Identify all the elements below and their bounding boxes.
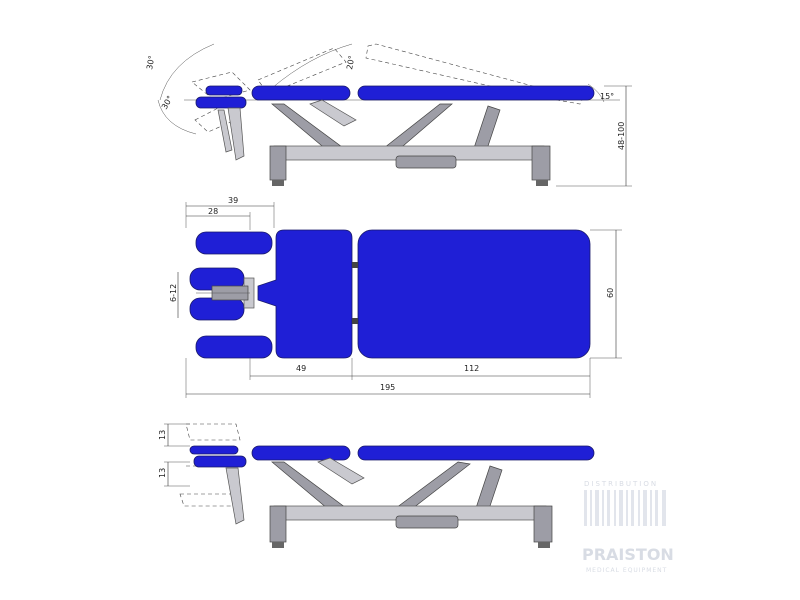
angle-leg-label: 15° bbox=[600, 92, 614, 101]
dim-60-label: 60 bbox=[606, 288, 615, 298]
praiston-watermark: DISTRIBUTION PRAISTON MEDICAL EQUIPMENT bbox=[582, 480, 674, 574]
top-view: 39 28 6-12 60 bbox=[169, 196, 622, 398]
angle-mid-label: 20° bbox=[345, 55, 356, 71]
head-pad-side-bottom bbox=[193, 455, 247, 468]
dim-28-label: 28 bbox=[208, 207, 218, 216]
barcode-graphic bbox=[584, 490, 666, 526]
watermark-line3: MEDICAL EQUIPMENT bbox=[586, 567, 667, 574]
dim-49-label: 49 bbox=[296, 364, 306, 373]
head-arm-pad-bottom bbox=[195, 335, 273, 359]
watermark-line1: DISTRIBUTION bbox=[584, 480, 658, 488]
dim-39-label: 39 bbox=[228, 196, 238, 205]
dim-13-lower-label: 13 bbox=[158, 468, 167, 478]
dim-112-label: 112 bbox=[464, 364, 479, 373]
dim-195-label: 195 bbox=[380, 383, 395, 392]
leg-pad-top bbox=[357, 229, 591, 359]
watermark-line2: PRAISTON bbox=[582, 545, 674, 564]
leg-pad-side-bottom bbox=[357, 445, 595, 461]
angle-head-down-label: 30° bbox=[160, 94, 175, 111]
dim-13-upper-label: 13 bbox=[158, 430, 167, 440]
back-pad-top bbox=[257, 229, 353, 359]
side-view-bottom: 13 13 bbox=[158, 423, 595, 548]
head-arm-pad-top bbox=[195, 231, 273, 255]
head-pad-side bbox=[195, 96, 247, 109]
height-range-label: 48-100 bbox=[617, 122, 626, 150]
dim-6-12-label: 6-12 bbox=[169, 284, 178, 302]
back-pad-side bbox=[251, 85, 351, 101]
leg-pad-side bbox=[357, 85, 595, 101]
face-pad-lower bbox=[189, 297, 245, 321]
side-view-top: 30° 30° 20° 15° 48-100 bbox=[145, 43, 632, 187]
back-pad-side-bottom bbox=[251, 445, 351, 461]
angle-head-up-label: 30° bbox=[145, 55, 156, 71]
